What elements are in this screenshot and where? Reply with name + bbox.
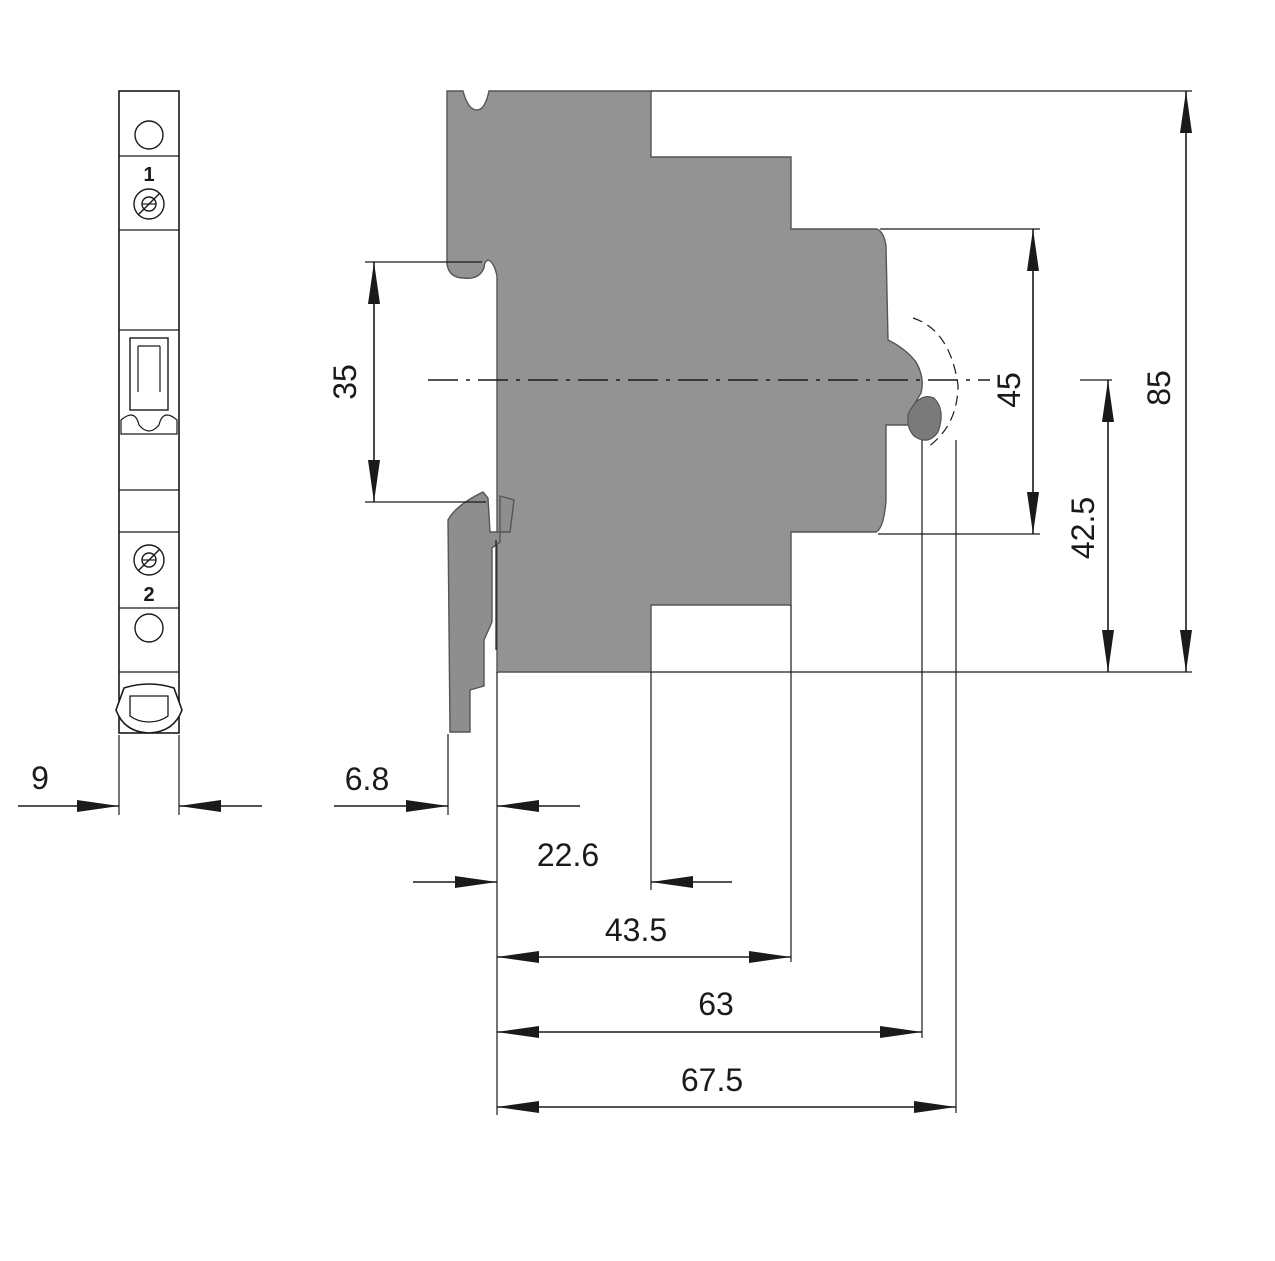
terminal-top-label: 1 [143, 164, 154, 186]
clip-offset-label: 6.8 [345, 761, 389, 797]
din-rail-latch [447, 491, 515, 733]
bottom-screw-hole [134, 613, 164, 643]
toggle-knob [907, 396, 942, 441]
top-screw-hole [134, 120, 164, 150]
dim-22-6-label: 22.6 [537, 837, 599, 873]
din-clip [115, 683, 183, 734]
front-height-label: 45 [991, 372, 1027, 408]
dim-67-5-label: 67.5 [681, 1062, 743, 1098]
front-width-label: 9 [31, 760, 49, 796]
total-height-label: 85 [1141, 370, 1177, 406]
terminal-bottom-screw-icon [133, 544, 165, 576]
lever-swing-arc [912, 317, 959, 448]
breaker-housing [446, 90, 923, 673]
terminal-top-screw-icon [133, 188, 165, 220]
dim-43-5-label: 43.5 [605, 912, 667, 948]
rail-height-label: 35 [327, 364, 363, 400]
dim-63-label: 63 [698, 986, 734, 1022]
toggle-lever [120, 337, 178, 435]
side-view: 35 45 42.5 85 6.8 22.6 43.5 [327, 90, 1192, 1115]
terminal-bottom-label: 2 [143, 584, 154, 606]
pin-offset-label: 42.5 [1065, 497, 1101, 559]
front-view: 1 2 [18, 90, 262, 815]
